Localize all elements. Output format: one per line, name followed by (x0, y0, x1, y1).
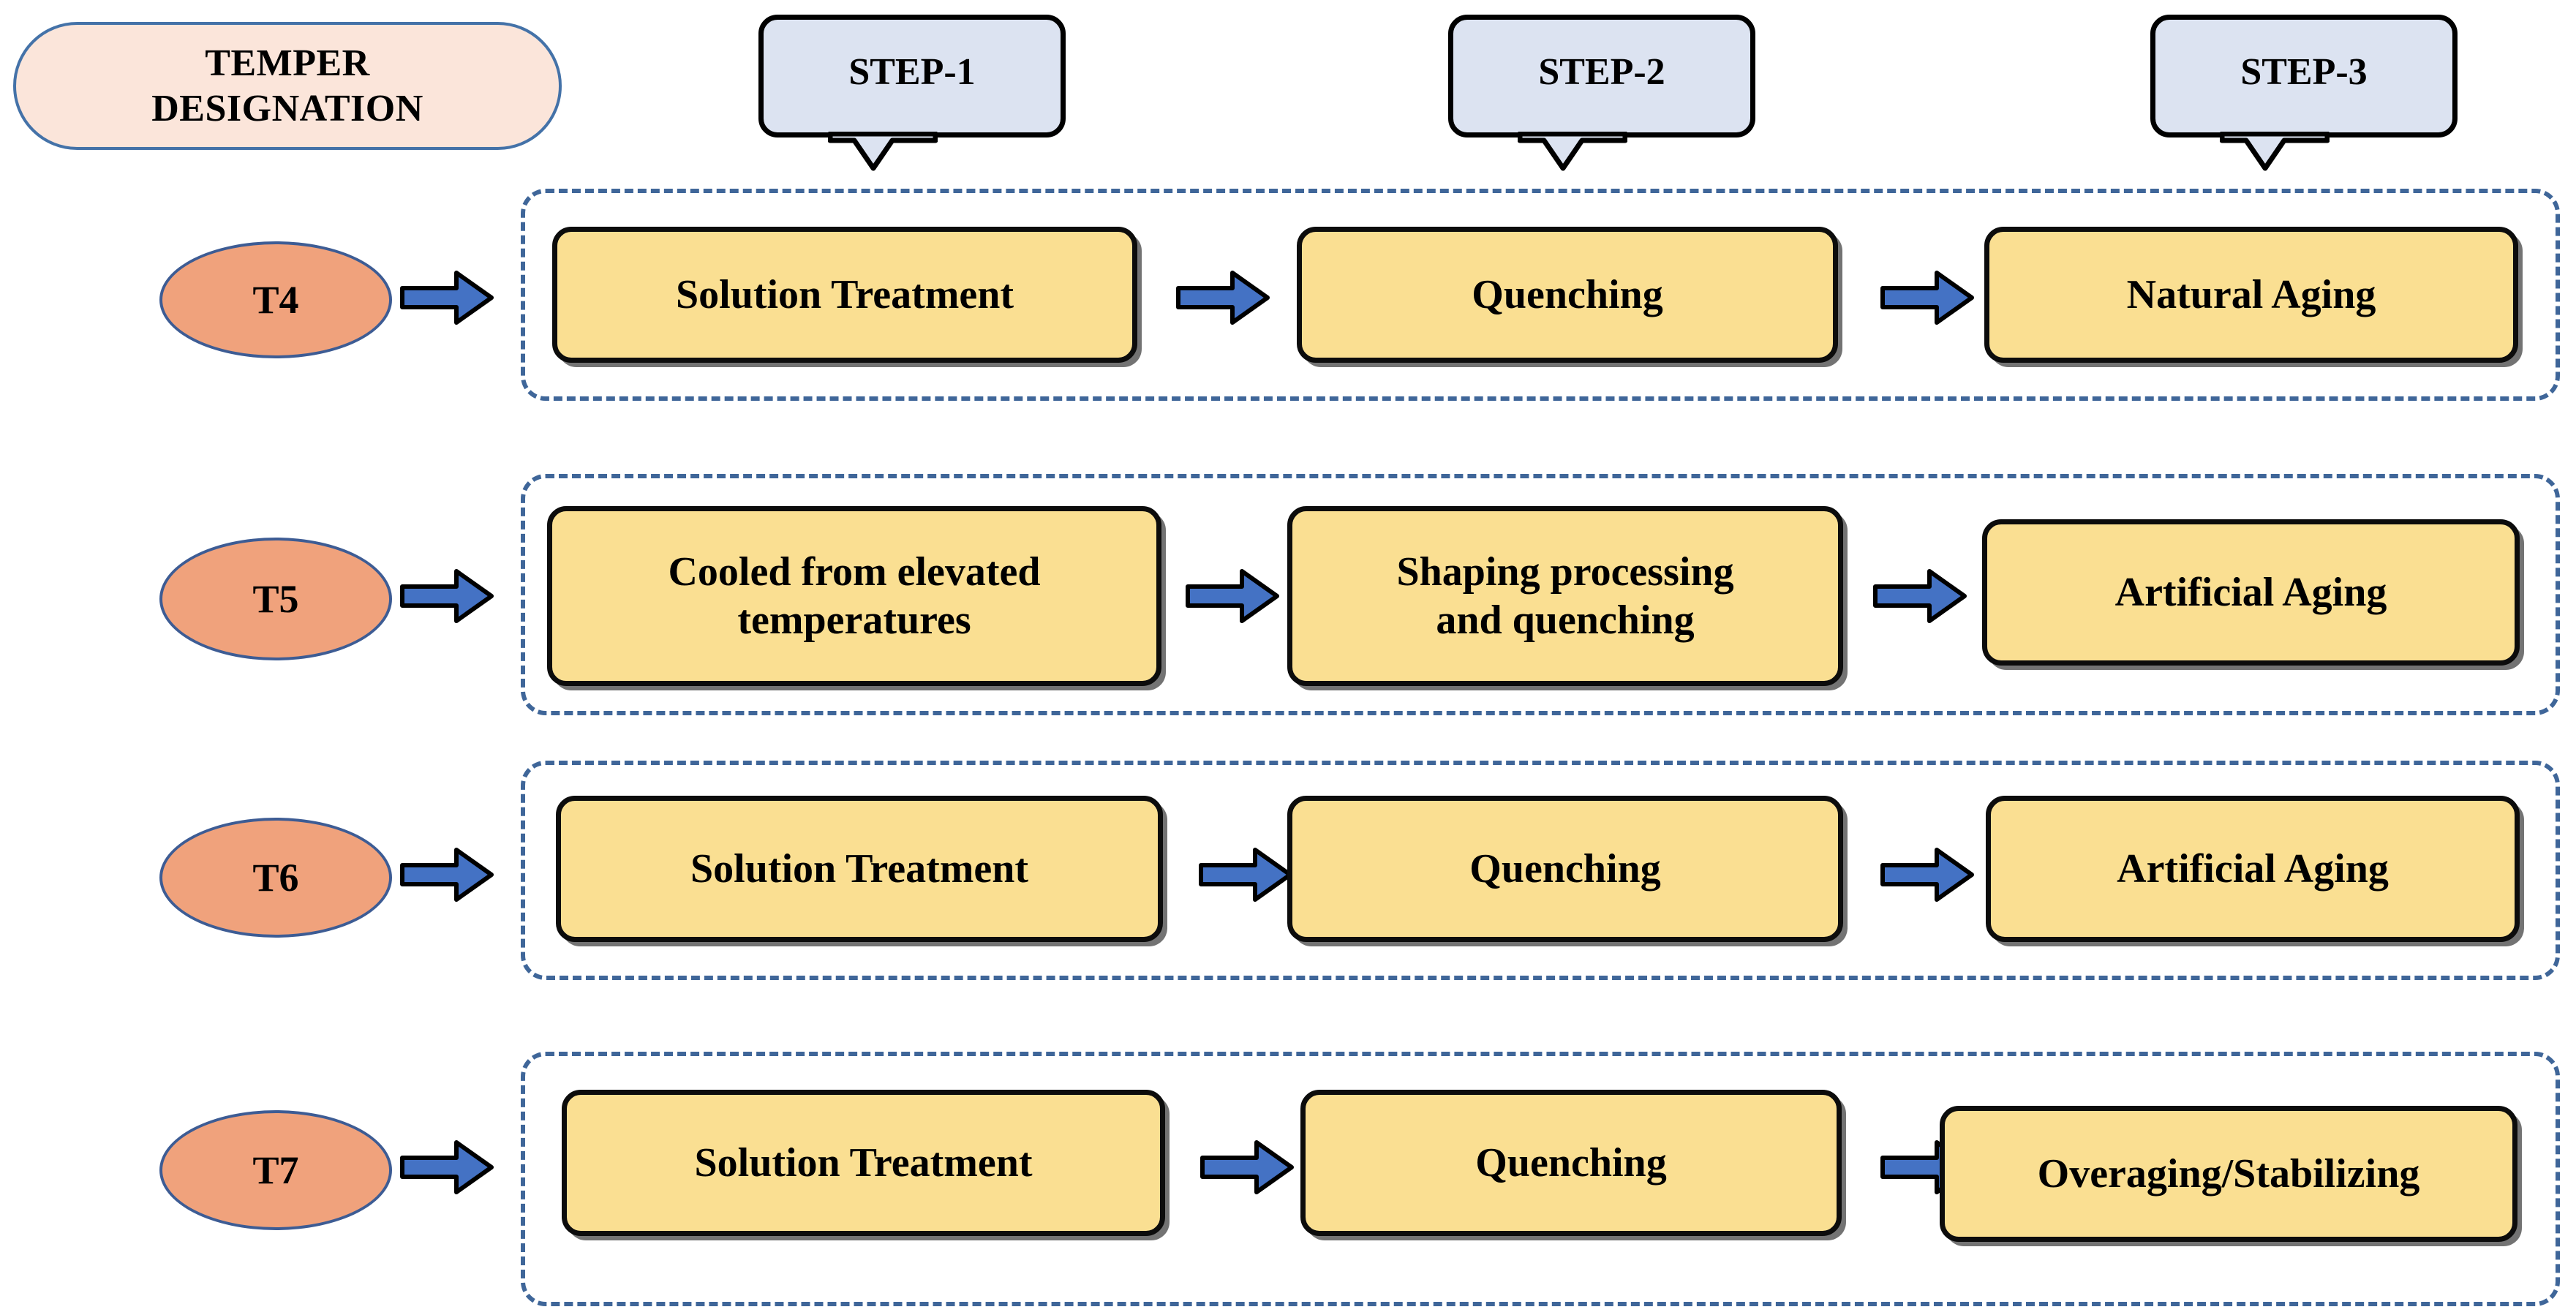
step-header-2-body: STEP-2 (1448, 15, 1755, 137)
process-box-t4-step3-label: Natural Aging (2126, 271, 2376, 317)
process-box-t6-step3-label: Artificial Aging (2117, 845, 2389, 892)
right-block-arrow-icon (399, 846, 494, 903)
step-header-1-body: STEP-1 (758, 15, 1066, 137)
process-box-t6-step1-label: Solution Treatment (690, 845, 1029, 892)
speech-bubble-tail-icon (2220, 132, 2330, 173)
process-box-t7-step3: Overaging/Stabilizing (1940, 1106, 2517, 1242)
temper-ellipse-t6-label: T6 (252, 856, 299, 900)
right-block-arrow-icon (1200, 1139, 1295, 1196)
process-box-t4-step3: Natural Aging (1984, 227, 2518, 363)
step-header-3-label: STEP-3 (2240, 50, 2368, 93)
step-header-2: STEP-2 (1448, 15, 1755, 171)
process-box-t6-step2: Quenching (1287, 796, 1843, 942)
process-box-t4-step2-label: Quenching (1472, 271, 1663, 317)
right-block-arrow-icon (1880, 269, 1975, 326)
temper-designation-pill: TEMPER DESIGNATION (13, 22, 562, 150)
process-box-t7-step2-label: Quenching (1475, 1139, 1667, 1186)
process-box-t5-step2-label: Shaping processing and quenching (1396, 549, 1734, 643)
process-box-t6-step3: Artificial Aging (1986, 796, 2520, 942)
process-box-t4-step1-label: Solution Treatment (675, 271, 1014, 317)
step-header-3: STEP-3 (2150, 15, 2458, 171)
right-block-arrow-icon (1185, 568, 1280, 625)
speech-bubble-tail-icon (828, 132, 938, 173)
process-chain-container-t6 (521, 761, 2560, 980)
right-block-arrow-icon (399, 568, 494, 625)
process-box-t7-step1: Solution Treatment (562, 1090, 1165, 1236)
process-box-t6-step1: Solution Treatment (556, 796, 1163, 942)
process-box-t5-step3: Artificial Aging (1982, 519, 2520, 666)
temper-ellipse-t7-label: T7 (252, 1148, 299, 1192)
step-header-1-label: STEP-1 (848, 50, 976, 93)
right-block-arrow-icon (1872, 568, 1967, 625)
temper-designation-line-2: DESIGNATION (151, 87, 423, 129)
process-box-t7-step2: Quenching (1300, 1090, 1842, 1236)
step-header-1: STEP-1 (758, 15, 1066, 171)
right-block-arrow-icon (399, 1139, 494, 1196)
temper-ellipse-t6: T6 (159, 818, 392, 938)
temper-designation-line-1: TEMPER (205, 42, 370, 85)
process-box-t5-step2: Shaping processing and quenching (1287, 506, 1843, 686)
process-box-t7-step1-label: Solution Treatment (694, 1139, 1033, 1186)
process-chain-container-t5 (521, 474, 2560, 715)
step-header-2-label: STEP-2 (1538, 50, 1665, 93)
right-block-arrow-icon (1175, 269, 1270, 326)
temper-ellipse-t7: T7 (159, 1110, 392, 1230)
temper-ellipse-t5: T5 (159, 538, 392, 660)
process-box-t4-step2: Quenching (1297, 227, 1838, 363)
temper-ellipse-t5-label: T5 (252, 577, 299, 621)
temper-ellipse-t4-label: T4 (252, 278, 299, 322)
right-block-arrow-icon (1198, 846, 1293, 903)
process-chain-container-t4 (521, 189, 2560, 401)
process-box-t6-step2-label: Quenching (1469, 845, 1661, 892)
temper-ellipse-t4: T4 (159, 241, 392, 358)
process-box-t5-step3-label: Artificial Aging (2114, 569, 2387, 615)
process-box-t7-step3-label: Overaging/Stabilizing (2037, 1150, 2420, 1197)
process-box-t5-step1: Cooled from elevated temperatures (547, 506, 1161, 686)
right-block-arrow-icon (399, 269, 494, 326)
process-box-t5-step1-label: Cooled from elevated temperatures (668, 549, 1041, 643)
right-block-arrow-icon (1880, 846, 1975, 903)
process-chain-container-t7 (521, 1052, 2560, 1306)
speech-bubble-tail-icon (1518, 132, 1627, 173)
process-box-t4-step1: Solution Treatment (552, 227, 1137, 363)
step-header-3-body: STEP-3 (2150, 15, 2458, 137)
